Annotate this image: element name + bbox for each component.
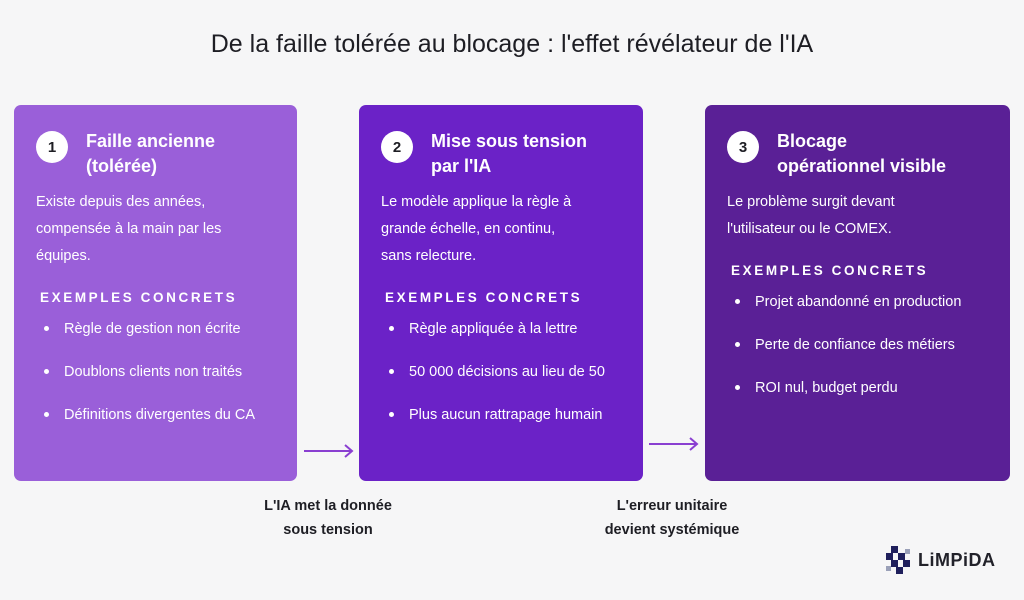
logo-wordmark: LiMPiDA [918,549,996,570]
example-item: Définitions divergentes du CA [42,405,279,448]
examples-label: EXEMPLES CONCRETS [385,290,583,305]
step-title: Mise sous tension par l'IA [431,129,587,179]
step-description-line: équipes. [36,248,91,264]
step-title-line: par l'IA [431,156,492,176]
step-card-2: 2 Mise sous tension par l'IA Le modèle a… [359,105,643,481]
step-description: Le problème surgit devant l'utilisateur … [727,189,992,243]
example-item: ROI nul, budget perdu [733,378,992,421]
step-title-line: Mise sous tension [431,131,588,151]
step-title-line: (tolérée) [86,156,158,176]
caption-line: sous tension [283,522,373,538]
step-number-badge: 2 [381,131,413,163]
step-description-line: grande échelle, en continu, [381,221,556,237]
example-item: 50 000 décisions au lieu de 50 [387,362,625,405]
step-title: Blocage opérationnel visible [777,129,946,179]
examples-label: EXEMPLES CONCRETS [731,263,929,278]
examples-list: Règle de gestion non écrite Doublons cli… [36,319,279,448]
step-description-line: Existe depuis des années, [36,194,206,210]
brand-logo: LiMPiDA [886,546,996,574]
step-description-line: Le problème surgit devant [727,194,895,210]
step-description-line: Le modèle applique la règle à [381,194,572,210]
example-item: Règle appliquée à la lettre [387,319,625,362]
step-title-line: Blocage [777,131,848,151]
example-item: Perte de confiance des métiers [733,335,992,378]
step-number-badge: 3 [727,131,759,163]
step-title-line: Faille ancienne [86,131,216,151]
step-title-line: opérationnel visible [777,156,947,176]
transition-caption-2: L'erreur unitaire devient systémique [572,494,772,542]
arrow-right-icon [304,444,354,458]
examples-label: EXEMPLES CONCRETS [40,290,238,305]
step-description-line: l'utilisateur ou le COMEX. [727,221,892,237]
pixel-cross-logo-icon [886,546,910,574]
step-description-line: compensée à la main par les [36,221,222,237]
example-item: Projet abandonné en production [733,292,992,335]
caption-line: L'erreur unitaire [616,498,728,514]
caption-line: devient systémique [604,522,740,538]
step-description-line: sans relecture. [381,248,477,264]
examples-list: Projet abandonné en production Perte de … [727,292,992,421]
step-description: Le modèle applique la règle à grande éch… [381,189,625,270]
arrow-right-icon [649,437,699,451]
caption-line: L'IA met la donnée [264,498,392,514]
step-description: Existe depuis des années, compensée à la… [36,189,279,270]
example-item: Plus aucun rattrapage humain [387,405,625,448]
step-card-3: 3 Blocage opérationnel visible Le problè… [705,105,1010,481]
examples-list: Règle appliquée à la lettre 50 000 décis… [381,319,625,448]
transition-caption-1: L'IA met la donnée sous tension [228,494,428,542]
example-item: Doublons clients non traités [42,362,279,405]
page-title: De la faille tolérée au blocage : l'effe… [210,30,814,58]
step-card-1: 1 Faille ancienne (tolérée) Existe depui… [14,105,297,481]
step-number-badge: 1 [36,131,68,163]
step-title: Faille ancienne (tolérée) [86,129,215,179]
example-item: Règle de gestion non écrite [42,319,279,362]
